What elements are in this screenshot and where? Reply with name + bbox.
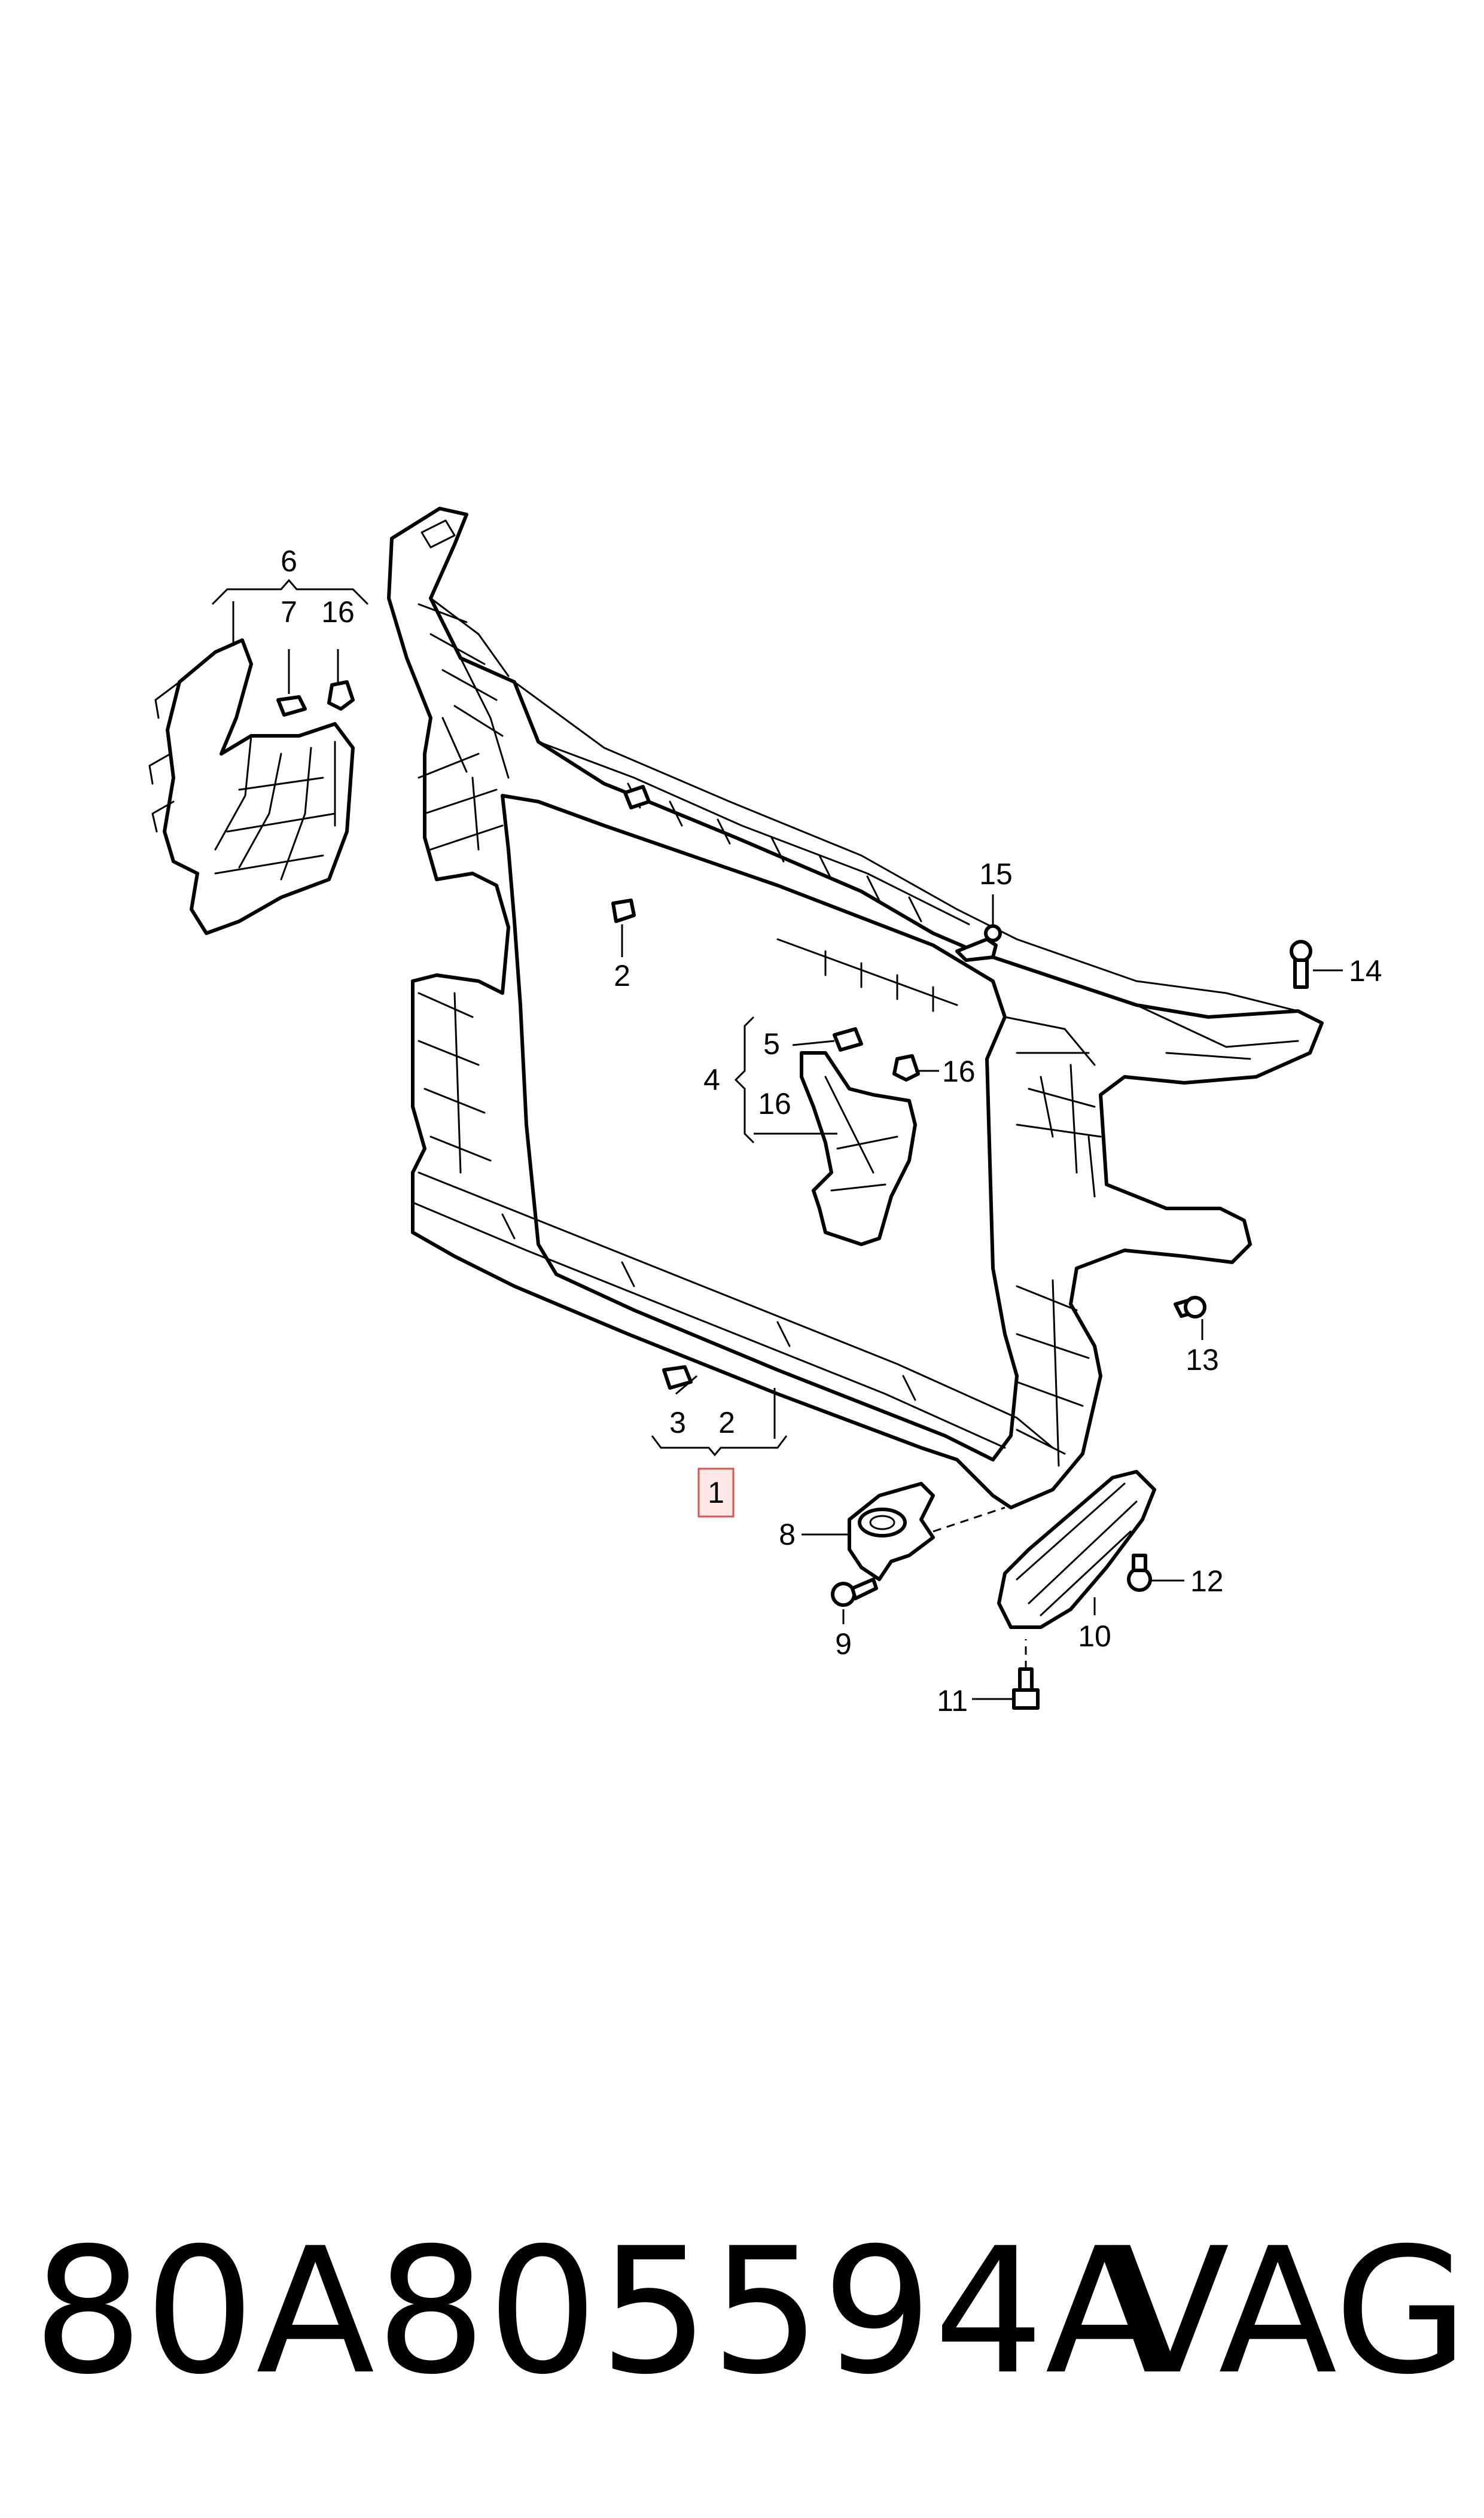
callout-16-center: 16 bbox=[942, 1055, 976, 1088]
screw-12-part bbox=[1127, 1554, 1152, 1592]
callout-2-upper: 2 bbox=[614, 959, 630, 992]
clip-16-center-part bbox=[892, 1054, 920, 1082]
clip-5-part bbox=[833, 1027, 863, 1052]
part-number: 80A805594A bbox=[33, 2211, 1165, 2413]
callout-11: 11 bbox=[937, 1684, 968, 1718]
bolt-14-part bbox=[1290, 940, 1312, 989]
screw-9-part bbox=[831, 1578, 878, 1607]
callout-6: 6 bbox=[281, 544, 297, 578]
brand-label: VAG bbox=[1111, 2211, 1468, 2413]
callout-5: 5 bbox=[763, 1027, 780, 1061]
callout-12: 12 bbox=[1190, 1564, 1224, 1598]
air-guide-part bbox=[997, 1470, 1156, 1629]
highlight-box bbox=[697, 1467, 735, 1518]
bolt-11-part bbox=[1012, 1667, 1040, 1710]
right-center-bracket-part bbox=[800, 1051, 917, 1246]
leader-lines bbox=[211, 578, 1343, 1700]
callout-16-upper-left: 16 bbox=[321, 595, 355, 629]
clip-7-part bbox=[276, 695, 307, 717]
bolt-15-part bbox=[955, 924, 1002, 962]
clip-2-upper-part bbox=[611, 899, 636, 923]
clip-16-upper-left-part bbox=[327, 680, 355, 711]
callout-10: 10 bbox=[1078, 1619, 1111, 1653]
callout-1: 1 bbox=[708, 1476, 724, 1509]
callout-4: 4 bbox=[703, 1063, 720, 1097]
callout-2-lower: 2 bbox=[718, 1406, 735, 1439]
latch-bracket-part bbox=[848, 1482, 935, 1581]
screw-13-part bbox=[1174, 1296, 1206, 1319]
left-bracket-part bbox=[148, 638, 355, 935]
callout-8: 8 bbox=[779, 1518, 796, 1551]
callout-16-lower: 16 bbox=[758, 1087, 791, 1121]
callout-7: 7 bbox=[281, 595, 297, 629]
callout-14: 14 bbox=[1349, 954, 1382, 988]
callout-3: 3 bbox=[669, 1406, 686, 1439]
callout-13: 13 bbox=[1186, 1343, 1219, 1377]
part-number-bar: 80A805594A VAG bbox=[33, 2213, 1468, 2411]
callout-9: 9 bbox=[835, 1627, 852, 1661]
front-panel-part bbox=[387, 507, 1324, 1509]
callout-15: 15 bbox=[979, 857, 1013, 891]
